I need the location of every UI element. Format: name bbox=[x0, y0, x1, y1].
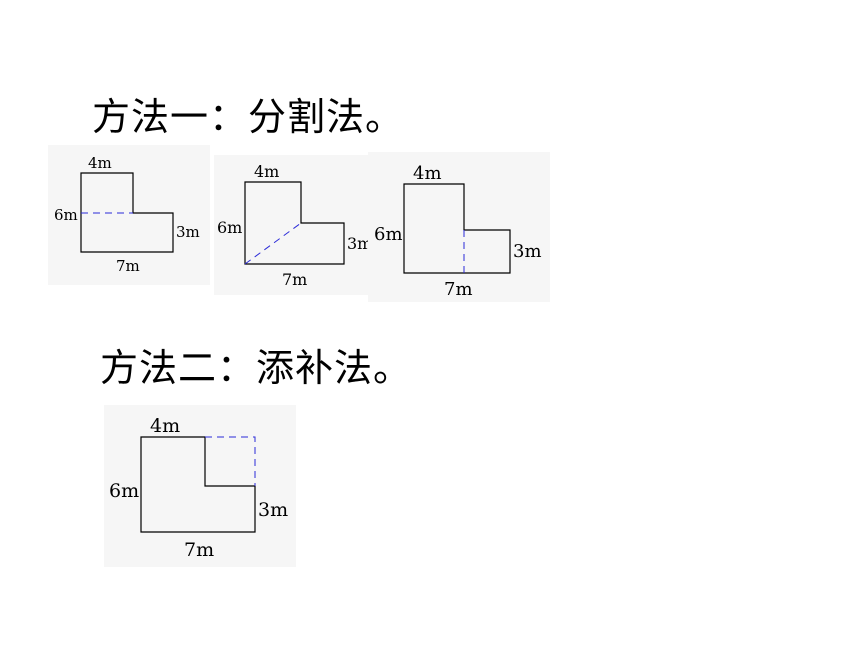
left-length-label: 6m bbox=[54, 206, 78, 224]
bottom-length-label: 7m bbox=[184, 539, 214, 561]
figure-fill-in: 4m 6m 3m 7m bbox=[104, 405, 296, 567]
right-length-label: 3m bbox=[513, 241, 542, 262]
bottom-length-label: 7m bbox=[116, 257, 140, 275]
method-two-heading: 方法二：添补法。 bbox=[100, 346, 413, 390]
right-length-label: 3m bbox=[176, 223, 200, 241]
left-length-label: 6m bbox=[374, 224, 403, 245]
figure-split-horizontal: 4m 6m 3m 7m bbox=[48, 145, 210, 285]
left-length-label: 6m bbox=[217, 218, 242, 237]
top-length-label: 4m bbox=[254, 162, 279, 181]
figure-background bbox=[214, 155, 372, 295]
dashed-completion bbox=[205, 436, 256, 486]
figure-background bbox=[48, 145, 210, 285]
right-length-label: 3m bbox=[258, 499, 288, 521]
figure-split-vertical: 4m 6m 3m 7m bbox=[368, 152, 550, 302]
figure-background bbox=[368, 152, 550, 302]
right-length-label: 3m bbox=[347, 234, 372, 253]
bottom-length-label: 7m bbox=[444, 279, 473, 300]
bottom-length-label: 7m bbox=[282, 270, 307, 289]
left-length-label: 6m bbox=[109, 480, 139, 502]
figure-background bbox=[104, 405, 296, 567]
top-length-label: 4m bbox=[88, 154, 112, 172]
top-length-label: 4m bbox=[413, 163, 442, 184]
top-length-label: 4m bbox=[150, 415, 180, 437]
l-shape-outline bbox=[403, 183, 511, 274]
method-one-heading: 方法一：分割法。 bbox=[92, 95, 405, 139]
figure-split-diagonal: 4m 6m 3m 7m bbox=[214, 155, 372, 295]
l-shape-outline bbox=[80, 172, 174, 253]
